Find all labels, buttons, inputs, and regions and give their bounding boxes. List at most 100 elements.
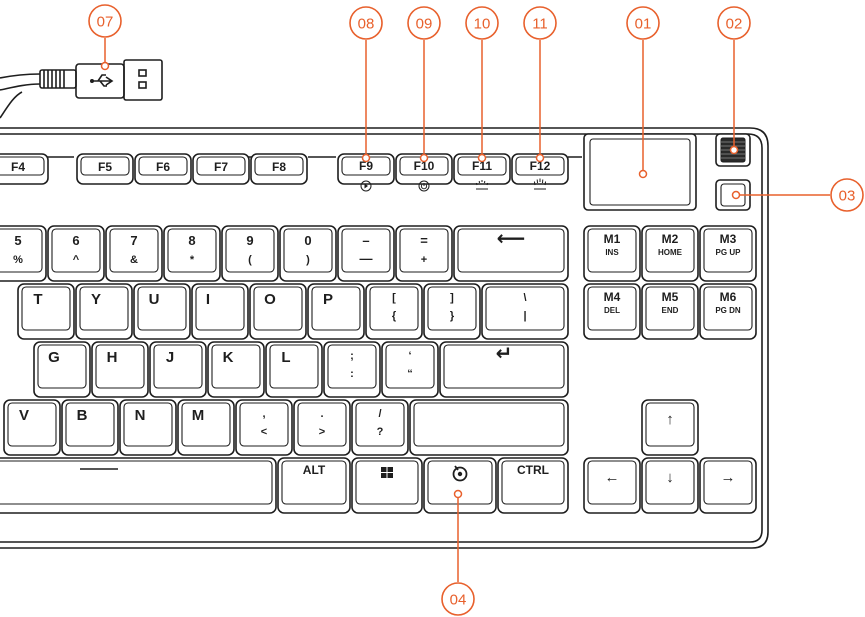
key-7[interactable]: 7& [105, 225, 163, 282]
key-equal[interactable]: =+ [395, 225, 453, 282]
key-semicolon[interactable]: ;: [323, 341, 381, 398]
key-right-shift[interactable] [409, 399, 569, 456]
usb-pin [138, 69, 147, 77]
key-rbracket[interactable]: ]} [423, 283, 481, 340]
key-f7[interactable]: F7 [192, 153, 250, 185]
key-b[interactable]: B [61, 399, 119, 456]
key-f8[interactable]: F8 [250, 153, 308, 185]
key-slash[interactable]: /? [351, 399, 409, 456]
key-l-label: L [281, 349, 290, 366]
key-arrow-right[interactable]: → [699, 457, 757, 514]
key-f4-label: F4 [11, 160, 25, 174]
key-arrow-up[interactable]: ↑ [641, 399, 699, 456]
key-0[interactable]: 0) [279, 225, 337, 282]
key-arrow-left[interactable]: ← [583, 457, 641, 514]
key-quote-label: ‘ [408, 350, 411, 362]
callout-04-number: 04 [450, 592, 467, 609]
key-n[interactable]: N [119, 399, 177, 456]
key-f11[interactable]: F11 [453, 153, 511, 190]
key-lbracket[interactable]: [{ [365, 283, 423, 340]
key-p[interactable]: P [307, 283, 365, 340]
key-f5[interactable]: F5 [76, 153, 134, 185]
key-8-label: * [190, 254, 195, 266]
key-y[interactable]: Y [75, 283, 133, 340]
key-i[interactable]: I [191, 283, 249, 340]
key-f9[interactable]: F9 [337, 153, 395, 192]
key-l[interactable]: L [265, 341, 323, 398]
windows-logo-icon [381, 467, 393, 478]
key-f11-label: F11 [472, 159, 492, 173]
key-m2-label: HOME [658, 248, 683, 257]
key-f7-label: F7 [214, 160, 228, 174]
callout-09-number: 09 [416, 16, 433, 33]
usb-cable [0, 59, 163, 119]
key-5-label: % [13, 254, 23, 266]
key-equal-label: + [421, 254, 427, 266]
key-0-label: ) [306, 254, 310, 266]
key-alt-label: ALT [303, 463, 326, 477]
key-steelseries[interactable] [423, 457, 497, 514]
key-minus[interactable]: –— [337, 225, 395, 282]
key-arrow-down[interactable]: ↓ [641, 457, 699, 514]
key-g[interactable]: G [33, 341, 91, 398]
keyboard-bevel [0, 133, 763, 543]
callout-10: 10 [465, 6, 499, 163]
key-arrow-down-label: ↓ [666, 469, 674, 486]
callout-01-number: 01 [635, 16, 652, 33]
key-0-label: 0 [304, 233, 311, 248]
key-rbracket-label: } [450, 310, 455, 322]
key-f4[interactable]: F4 [0, 153, 49, 185]
callout-08-number: 08 [358, 16, 375, 33]
key-u[interactable]: U [133, 283, 191, 340]
key-lbracket-label: [ [392, 292, 396, 304]
key-ctrl[interactable]: CTRL [497, 457, 569, 514]
key-rbracket-label: ] [450, 292, 454, 304]
key-enter[interactable]: ↵ [439, 341, 569, 398]
key-backspace[interactable]: ⟵ [453, 225, 569, 282]
callout-01: 01 [626, 6, 660, 179]
key-quote-label: “ [407, 368, 413, 380]
key-8[interactable]: 8* [163, 225, 221, 282]
key-9[interactable]: 9( [221, 225, 279, 282]
key-minus-label: – [362, 233, 369, 248]
key-f10[interactable]: F10 [395, 153, 453, 192]
key-h[interactable]: H [91, 341, 149, 398]
key-comma[interactable]: ,< [235, 399, 293, 456]
usb-plug-connector [123, 59, 163, 101]
callout-02-number: 02 [726, 16, 743, 33]
key-t[interactable]: T [17, 283, 75, 340]
key-f12[interactable]: F12 [511, 153, 569, 190]
key-j[interactable]: J [149, 341, 207, 398]
key-spacebar[interactable] [0, 457, 277, 514]
key-arrow-up-label: ↑ [666, 411, 674, 428]
key-5[interactable]: 5% [0, 225, 47, 282]
key-k[interactable]: K [207, 341, 265, 398]
key-alt[interactable]: ALT [277, 457, 351, 514]
key-minus-label: — [360, 251, 373, 266]
key-o[interactable]: O [249, 283, 307, 340]
key-t-label: T [33, 291, 42, 308]
key-m[interactable]: M [177, 399, 235, 456]
key-period[interactable]: .> [293, 399, 351, 456]
key-f12-label: F12 [530, 159, 551, 173]
key-m6-label: M6 [720, 290, 737, 304]
key-f8-label: F8 [272, 160, 286, 174]
key-slash-label: / [378, 408, 381, 420]
key-f6[interactable]: F6 [134, 153, 192, 185]
brightness-down-icon [475, 180, 489, 190]
key-v[interactable]: V [3, 399, 61, 456]
key-v-label: V [19, 407, 29, 424]
callout-07: 07 [88, 4, 122, 71]
key-period-label: . [320, 408, 323, 420]
key-enter-label: ↵ [496, 343, 513, 365]
key-backslash[interactable]: \| [481, 283, 569, 340]
key-6[interactable]: 6^ [47, 225, 105, 282]
key-windows[interactable] [351, 457, 423, 514]
key-quote[interactable]: ‘“ [381, 341, 439, 398]
